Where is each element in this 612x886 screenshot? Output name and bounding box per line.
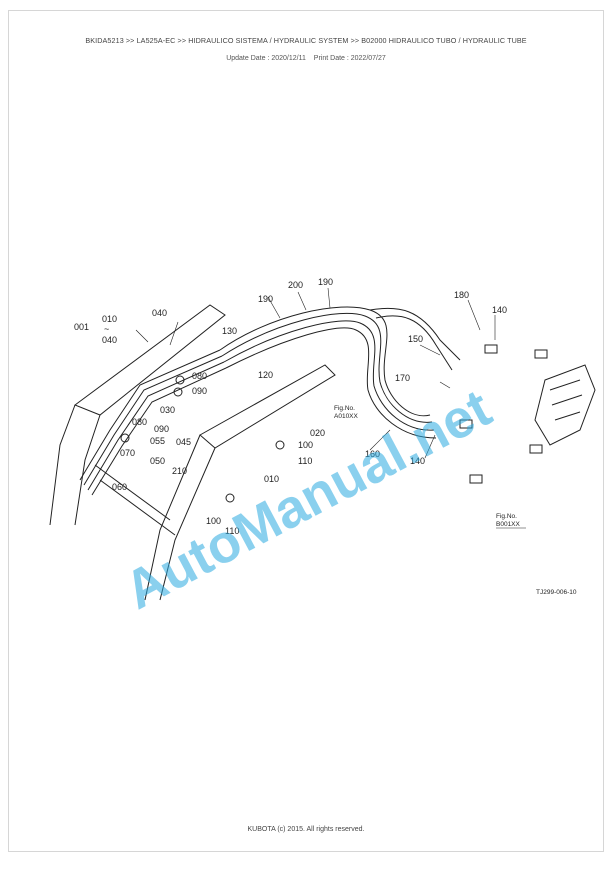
part-label-090: 090 bbox=[154, 424, 169, 434]
print-date: Print Date : 2022/07/27 bbox=[313, 55, 386, 62]
part-label-040: 040 bbox=[152, 308, 167, 318]
part-label-020: 020 bbox=[310, 428, 325, 438]
part-label-130: 130 bbox=[222, 326, 237, 336]
part-label-080: 080 bbox=[132, 417, 147, 427]
part-label-110: 110 bbox=[298, 456, 312, 466]
fig-ref-code: A010XX bbox=[334, 413, 359, 420]
part-label-190: 190 bbox=[258, 294, 273, 304]
part-label-190: 190 bbox=[318, 277, 333, 287]
fig-ref-code: B001XX bbox=[496, 521, 521, 528]
part-label-010: 010 bbox=[102, 314, 117, 324]
drawing-code: TJ299-006-10 bbox=[536, 589, 577, 596]
part-label-210: 210 bbox=[172, 466, 187, 476]
part-label-045: 045 bbox=[176, 437, 191, 447]
part-label-040: 040 bbox=[102, 335, 117, 345]
part-label-110: 110 bbox=[225, 526, 239, 536]
hydraulic-tube-diagram: 001 010 ~ 040 040 130 080 090 120 030 19… bbox=[49, 277, 596, 620]
part-label-010: 010 bbox=[264, 474, 279, 484]
part-label-030: 030 bbox=[160, 405, 175, 415]
part-label-180: 180 bbox=[454, 290, 469, 300]
fig-ref-label: Fig.No. bbox=[496, 513, 517, 520]
part-label-160: 160 bbox=[365, 449, 380, 459]
part-label-050: 050 bbox=[150, 456, 165, 466]
update-date: Update Date : 2020/12/11 bbox=[226, 55, 306, 62]
part-label-150: 150 bbox=[408, 334, 423, 344]
part-label-100: 100 bbox=[298, 440, 313, 450]
part-label-090: 090 bbox=[192, 386, 207, 396]
part-label-055: 055 bbox=[150, 436, 165, 446]
part-label-140: 140 bbox=[410, 456, 425, 466]
part-label-060: 060 bbox=[112, 482, 127, 492]
page-frame bbox=[8, 10, 604, 852]
part-label-200: 200 bbox=[288, 280, 303, 290]
fig-ref-label: Fig.No. bbox=[334, 405, 355, 412]
part-label-100: 100 bbox=[206, 516, 221, 526]
tilde-mark: ~ bbox=[104, 324, 109, 334]
part-label-140: 140 bbox=[492, 305, 507, 315]
part-label-070: 070 bbox=[120, 448, 135, 458]
breadcrumb: BKIDA5213 >> LA525A-EC >> HIDRAULICO SIS… bbox=[85, 36, 527, 45]
part-label-001: 001 bbox=[74, 322, 89, 332]
part-label-120: 120 bbox=[258, 370, 273, 380]
date-line: Update Date : 2020/12/11 Print Date : 20… bbox=[0, 55, 612, 62]
part-label-080: 080 bbox=[192, 371, 207, 381]
copyright: KUBOTA (c) 2015. All rights reserved. bbox=[247, 826, 365, 833]
part-label-170: 170 bbox=[395, 373, 410, 383]
